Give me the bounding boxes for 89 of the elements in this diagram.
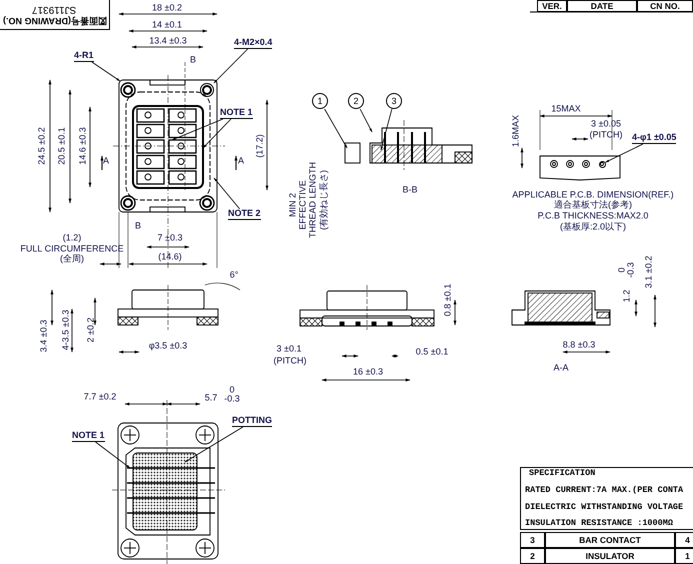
table-cell: BAR CONTACT	[545, 532, 675, 548]
dimension-text: B-B	[402, 186, 418, 194]
spec-heading: SPECIFICATION	[528, 469, 596, 478]
note-label: NOTE 1	[220, 108, 253, 119]
dimension-text: 3.1 ±0.2	[644, 256, 654, 288]
dimension-text: φ3.5 ±0.3	[148, 342, 188, 350]
dimension-text: (有効ねじ長さ)	[320, 170, 328, 230]
leader-line	[92, 62, 120, 82]
dimension-text: 20.5 ±0.1	[58, 127, 66, 165]
dimension-text: 3 ±0.1	[276, 344, 302, 354]
leader-line	[95, 442, 130, 468]
dimension-text: 6°	[230, 270, 238, 280]
dimension-text: -0.3	[626, 262, 636, 278]
note-label: NOTE 2	[228, 209, 261, 220]
dimension-text: A	[103, 156, 109, 166]
callout-number: 3	[386, 93, 402, 109]
dimension-text: (1.2)	[62, 234, 82, 242]
dimension-text: (17.2)	[256, 134, 264, 158]
dimension-text: A	[238, 156, 244, 166]
leader-line	[605, 144, 644, 163]
spec-line: INSULATION RESISTANCE :1000MΩ	[525, 519, 674, 528]
dimension-text: 0	[618, 268, 626, 272]
dimension-text: (PITCH)	[590, 130, 622, 140]
table-cell: CN NO.	[637, 0, 693, 12]
note-label: 4-M2×0.4	[234, 38, 272, 49]
dimension-text: 適合基板寸法(参考)	[554, 200, 632, 210]
dimension-text: 1.2	[622, 290, 632, 302]
dimension-text: 14.6 ±0.3	[78, 127, 88, 165]
leader-line	[202, 118, 232, 148]
spec-line: RATED CURRENT:7A MAX.(PER CONTA	[525, 486, 684, 494]
dimension-text: (基板厚:2.0以下)	[560, 222, 626, 232]
dimension-text: 13.4 ±0.3	[149, 36, 187, 46]
dimension-text: (14.6)	[158, 252, 182, 262]
note-label: 4-R1	[74, 51, 94, 62]
callout-number: 2	[348, 93, 364, 109]
dimension-text: 4-3.5 ±0.3	[62, 310, 70, 350]
dimension-text: 14 ±0.1	[152, 20, 182, 30]
leader-line	[172, 118, 224, 140]
dimension-text: 7.7 ±0.2	[84, 392, 116, 402]
dimension-text: APPLICABLE P.C.B. DIMENSION(REF.)	[512, 190, 674, 200]
leader-line	[380, 108, 392, 150]
leader-line	[214, 178, 240, 210]
dimension-text: 18 ±0.2	[152, 4, 182, 12]
mounting-hole	[200, 83, 214, 97]
note-label: NOTE 1	[72, 431, 105, 442]
table-cell: VER.	[537, 0, 567, 12]
table-cell: 1	[675, 548, 693, 564]
leader-line	[214, 48, 248, 84]
dimension-text: B	[135, 222, 141, 230]
dimension-text: 7 ±0.3	[158, 234, 182, 242]
dimension-text: 3.4 ±0.3	[40, 320, 48, 352]
dimension-text: 16 ±0.3	[353, 368, 383, 376]
dimension-text: FULL CIRCUMFERENCE	[20, 244, 124, 254]
note-label: POTTING	[232, 416, 272, 427]
dimension-text: A-A	[554, 364, 568, 372]
leader-line	[184, 426, 244, 462]
note-label: 4-φ1 ±0.05	[632, 133, 676, 144]
table-cell: 4	[675, 532, 693, 548]
spec-line: DIELECTRIC WITHSTANDING VOLTAGE	[525, 502, 684, 512]
dimension-text: 1.6MAX	[512, 115, 520, 147]
dimension-text: 5.7	[204, 394, 218, 402]
dimension-text: MIN 2	[288, 193, 298, 217]
mounting-hole	[598, 160, 606, 168]
dimension-text: (全周)	[60, 254, 84, 264]
dimension-text: 24.5 ±0.2	[38, 127, 46, 165]
dimension-text: P.C.B THICKNESS:MAX2.0	[538, 212, 648, 220]
dimension-text: 0	[230, 386, 234, 394]
leader-line	[360, 108, 372, 132]
title-text: SJ119317	[32, 4, 77, 14]
dimension-text: 15MAX	[551, 104, 581, 114]
table-cell: INSULATOR	[545, 548, 675, 564]
dimension-text: -0.3	[224, 394, 240, 404]
drawing-number-block	[0, 0, 110, 30]
dimension-text: EFFECTIVE	[298, 180, 308, 230]
dimension-text: 2 ±0.2	[86, 318, 96, 342]
dimension-text: 3 ±0.05	[591, 120, 621, 128]
table-cell: 2	[520, 548, 545, 564]
table-cell: DATE	[567, 0, 637, 12]
dimension-text: 8.8 ±0.3	[562, 340, 596, 350]
dimension-text: (PITCH)	[274, 356, 306, 366]
specification-panel	[520, 467, 693, 530]
title-text: 図面番号(DRAWING NO.)	[2, 16, 106, 25]
dimension-text: 0.5 ±0.1	[416, 348, 448, 356]
dimension-text: THREAD LENGTH	[308, 162, 318, 238]
leader-line	[324, 108, 348, 148]
table-cell: 3	[520, 532, 545, 548]
dimension-text: 0.8 ±0.1	[444, 284, 452, 316]
dimension-text: B	[190, 56, 196, 64]
callout-number: 1	[312, 93, 328, 109]
